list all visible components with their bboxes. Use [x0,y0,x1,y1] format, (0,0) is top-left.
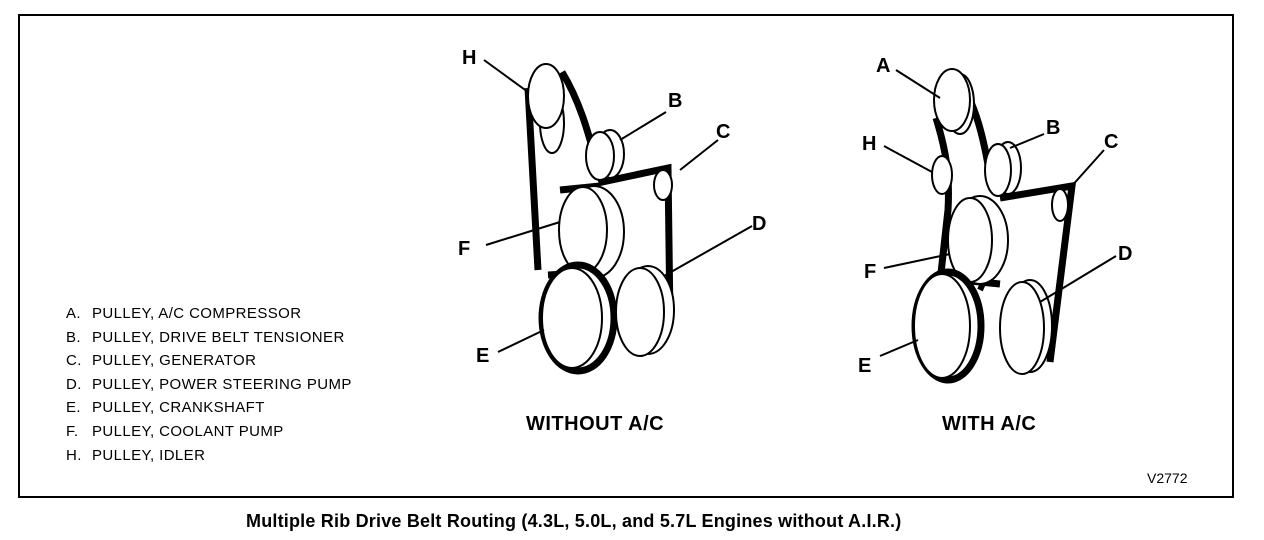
callout-f: F [864,261,876,283]
callout-e: E [858,355,871,377]
pulley-c-generator [1051,188,1069,222]
pulley-b-tensioner [984,141,1022,197]
diagram-title-with-ac: WITH A/C [942,413,1037,435]
pulley-e-crankshaft [911,268,985,384]
callout-c: C [716,121,730,143]
callout-d: D [752,213,766,235]
legend-text: PULLEY, IDLER [92,446,206,464]
legend-item-c: C. PULLEY, GENERATOR [66,349,352,373]
pulley-b-tensioner [585,129,625,181]
callout-b: B [668,90,682,112]
legend-item-b: B. PULLEY, DRIVE BELT TENSIONER [66,326,352,350]
legend-text: PULLEY, A/C COMPRESSOR [92,305,302,322]
callout-h: H [462,47,476,69]
pulley-h-idler [527,63,565,154]
legend-text: PULLEY, DRIVE BELT TENSIONER [92,328,345,346]
pulley-d-power-steering [999,279,1053,375]
pulley-c-generator [653,169,673,201]
legend-item-f: F. PULLEY, COOLANT PUMP [66,420,352,444]
legend-text: PULLEY, COOLANT PUMP [92,422,284,440]
legend-item-e: E. PULLEY, CRANKSHAFT [66,396,352,420]
legend-key: A. [66,305,81,322]
legend-key: E. [66,399,81,417]
legend: A. PULLEY, A/C COMPRESSOR B. PULLEY, DRIVE… [66,302,352,467]
callouts-with-ac: A H B C F D E [858,55,1132,377]
legend-key: F. [66,422,79,440]
figure-code: V2772 [1147,470,1188,486]
pulley-h-idler [931,155,953,195]
diagram-without-ac [483,59,753,375]
diagram-title-without-ac: WITHOUT A/C [526,413,665,435]
legend-item-a: A. PULLEY, A/C COMPRESSOR [66,302,352,326]
callout-b: B [1046,117,1060,139]
callout-h: H [862,133,876,155]
legend-key: D. [66,375,82,393]
callout-e: E [476,345,489,367]
callout-f: F [458,238,470,260]
figure-caption: Multiple Rib Drive Belt Routing (4.3L, 5… [246,511,902,531]
legend-key: H. [66,446,82,464]
callouts-without-ac: H B C F D E [458,47,766,367]
legend-text: PULLEY, GENERATOR [92,352,257,370]
legend-key: C. [66,352,82,370]
callout-c: C [1104,131,1118,153]
legend-item-d: D. PULLEY, POWER STEERING PUMP [66,373,352,397]
figure-frame [18,14,1234,498]
legend-text: PULLEY, CRANKSHAFT [92,399,265,417]
pulley-f-coolant [947,195,1009,285]
pulley-e-crankshaft [538,261,618,375]
legend-text: PULLEY, POWER STEERING PUMP [92,375,352,393]
callout-d: D [1118,243,1132,265]
pulley-a-compressor [933,68,975,135]
pulley-d-power-steering [615,265,675,357]
leader-lines-with-ac [879,69,1117,357]
diagram-with-ac [879,68,1117,384]
legend-item-h: H. PULLEY, IDLER [66,444,352,468]
legend-key: B. [66,328,81,346]
callout-a: A [876,55,890,77]
leader-lines-without-ac [483,59,753,353]
